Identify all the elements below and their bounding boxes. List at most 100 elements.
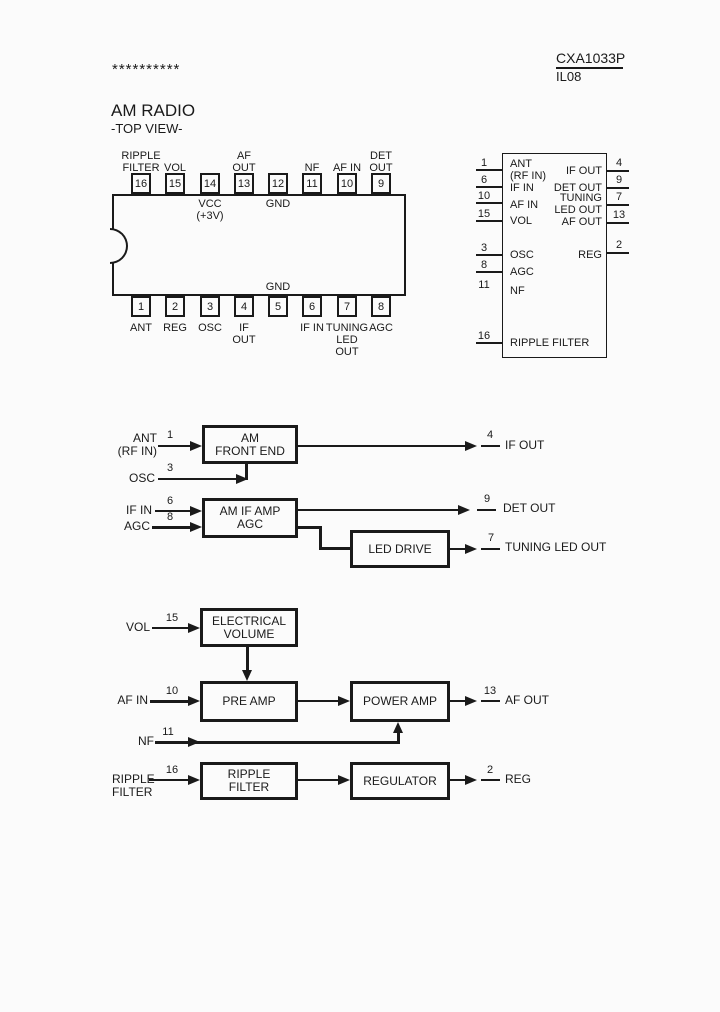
bd-pin-3: 3 (166, 462, 174, 474)
bd-label-det-out: DET OUT (503, 501, 556, 515)
pf-stub-1 (476, 169, 502, 171)
dip-label-if-out: IF OUT (232, 322, 256, 346)
part-number: CXA1033P (556, 50, 626, 66)
block-power-amp: POWER AMP (350, 681, 450, 722)
dip-pin-box-14: 14 (200, 173, 220, 194)
pf-label-agc: AGC (510, 266, 534, 278)
pf-label-tuning-led-out: TUNING LED OUT (554, 192, 602, 216)
pf-stub-3 (476, 254, 502, 256)
dip-label-det-out: DET OUT (369, 150, 393, 174)
pf-num-11: 11 (478, 279, 490, 291)
arrowhead-af-in (188, 696, 200, 706)
pf-num-8: 8 (480, 259, 488, 271)
arrowhead-reg (465, 775, 477, 785)
dip-label-ant: ANT (130, 322, 152, 334)
bd-label-vol: VOL (125, 620, 150, 634)
pf-stub-2 (607, 252, 629, 254)
dip-pin-box-11: 11 (302, 173, 322, 194)
wire-pin2-seg (481, 779, 500, 781)
wire-fe-ifout (298, 445, 465, 447)
arrowhead-afout (465, 696, 477, 706)
pf-num-16: 16 (477, 330, 491, 342)
pf-label-osc: OSC (510, 249, 534, 261)
bd-pin-1: 1 (166, 429, 174, 441)
pf-stub-6 (476, 186, 502, 188)
bd-label-agc: AGC (123, 519, 150, 533)
pf-label-af-out: AF OUT (561, 216, 602, 228)
pf-num-7: 7 (615, 191, 623, 203)
arrowhead-led-out (465, 544, 477, 554)
dip-pin-box-1: 1 (131, 296, 151, 317)
dip-label-af-out: AF OUT (232, 150, 256, 174)
wire-af-in (150, 700, 188, 703)
arrowhead-detout (458, 505, 470, 515)
block-pre-amp: PRE AMP (200, 681, 298, 722)
bd-pin-6: 6 (166, 495, 174, 507)
dip-label-gnd-bottom: GND (265, 281, 291, 293)
part-number-underline (556, 67, 623, 69)
pf-num-2: 2 (615, 239, 623, 251)
block-am-front-end: AM FRONT END (202, 425, 298, 464)
dip-pin-box-3: 3 (200, 296, 220, 317)
bd-label-tuning-led-out: TUNING LED OUT (505, 540, 607, 554)
dip-label-af-in: AF IN (332, 162, 362, 174)
pf-num-13: 13 (612, 209, 626, 221)
bd-label-reg: REG (505, 772, 532, 786)
arrowhead-if-in (190, 506, 202, 516)
page-title: AM RADIO (111, 101, 196, 120)
wire-ripple-regulator (298, 779, 338, 781)
pf-num-9: 9 (615, 174, 623, 186)
pf-label-if-in: IF IN (510, 182, 534, 194)
pf-stub-7 (607, 204, 629, 206)
doc-code: IL08 (556, 69, 582, 84)
bd-pin-15: 15 (165, 612, 179, 624)
pf-num-3: 3 (480, 242, 488, 254)
wire-if-led-v (319, 526, 322, 550)
pf-stub-4 (607, 170, 629, 172)
wire-regulator-reg (450, 779, 465, 781)
arrowhead-osc (236, 474, 248, 484)
pf-num-15: 15 (477, 208, 491, 220)
pf-label-vol: VOL (510, 215, 533, 227)
wire-pin13-seg (481, 700, 500, 702)
dip-label-reg: REG (163, 322, 187, 334)
dip-pin-box-12: 12 (268, 173, 288, 194)
pf-stub-8 (476, 271, 502, 273)
wire-ant (158, 445, 190, 447)
pf-num-1: 1 (480, 157, 488, 169)
bd-pin-9: 9 (483, 493, 491, 505)
wire-pin4-seg (481, 445, 500, 447)
arrowhead-agc (190, 522, 202, 532)
wire-if-led-h1 (298, 526, 322, 529)
dip-label-vcc: VCC (+3V) (196, 198, 224, 222)
wire-osc (158, 478, 236, 480)
arrowhead-ripple-regulator (338, 775, 350, 785)
dip-pin-box-2: 2 (165, 296, 185, 317)
pf-label-if-out: IF OUT (565, 165, 602, 177)
wire-led-out (450, 548, 465, 550)
wire-pin7-seg (481, 548, 500, 550)
wire-pin9-seg (477, 509, 496, 511)
dip-pin-box-10: 10 (337, 173, 357, 194)
dip-label-gnd-top: GND (265, 198, 291, 210)
bd-label-nf: NF (138, 734, 154, 748)
pf-label-ripple-filter: RIPPLE FILTER (510, 337, 590, 349)
wire-pre-power (298, 700, 338, 702)
dip-label-ripple-filter: RIPPLE FILTER (121, 150, 161, 174)
dip-label-agc: AGC (369, 322, 393, 334)
bd-label-osc: OSC (128, 471, 155, 485)
arrowhead-pre-power (338, 696, 350, 706)
dip-label-nf: NF (304, 162, 320, 174)
pf-num-6: 6 (480, 174, 488, 186)
wire-nf-vertical (397, 730, 400, 744)
bd-label-if-out: IF OUT (505, 438, 545, 452)
block-regulator: REGULATOR (350, 762, 450, 800)
bd-pin-2: 2 (486, 764, 494, 776)
dip-pin-box-16: 16 (131, 173, 151, 194)
wire-nf (155, 741, 400, 744)
asterisk-marker: ********** (112, 61, 181, 78)
bd-pin-7: 7 (487, 532, 495, 544)
block-ripple-filter: RIPPLE FILTER (200, 762, 298, 800)
bd-label-af-in: AF IN (117, 693, 148, 707)
